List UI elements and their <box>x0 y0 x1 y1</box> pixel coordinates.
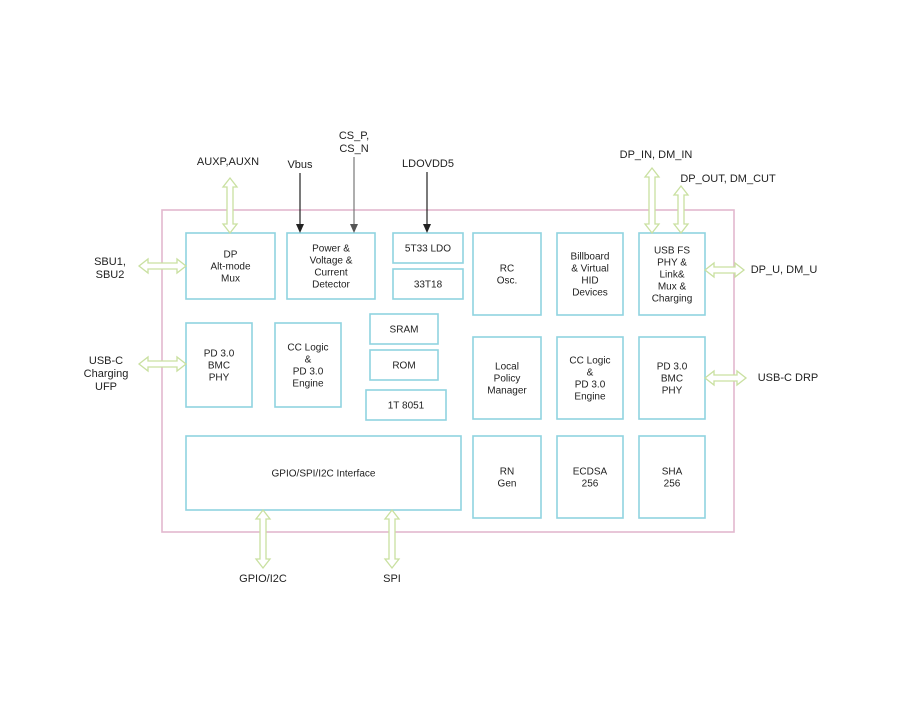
spi-bus-arrow <box>383 508 401 570</box>
sbu-bus-arrow <box>137 257 188 275</box>
block-label-line: Mux & <box>658 282 687 293</box>
block-label-line: Detector <box>312 280 350 291</box>
vbus-label: Vbus <box>287 159 313 171</box>
gpio-i2c-label: GPIO/I2C <box>239 573 287 585</box>
sbu1-label: SBU1, <box>94 256 126 268</box>
dp-out-bus-arrow <box>672 184 690 235</box>
block-label-line: 256 <box>664 479 681 490</box>
block-label-line: Current <box>314 268 348 279</box>
block-label-line: Power & <box>312 244 350 255</box>
block-label-line: Billboard <box>571 252 610 263</box>
block-label-line: Osc. <box>497 276 518 287</box>
vbus-arrow <box>296 173 304 233</box>
usbc-drp-bus-arrow <box>703 369 748 387</box>
block-label-line: 5T33 LDO <box>405 244 451 255</box>
block-label-line: Devices <box>572 288 608 299</box>
usbc-drp-label: USB-C DRP <box>758 372 819 384</box>
ldovdd-arrow <box>423 172 431 233</box>
block-label-line: & <box>305 355 312 366</box>
block-label-line: Charging <box>652 294 693 305</box>
block-label-line: PD 3.0 <box>575 380 606 391</box>
block-label-line: PD 3.0 <box>293 367 324 378</box>
block-t18: 33T18 <box>392 268 464 300</box>
dp-in-label: DP_IN, DM_IN <box>620 149 693 161</box>
block-label-line: Manager <box>487 386 527 397</box>
block-rom: ROM <box>369 349 439 381</box>
block-gpio-iface: GPIO/SPI/I2C Interface <box>185 435 462 511</box>
block-ldo: 5T33 LDO <box>392 232 464 264</box>
block-label-line: RC <box>500 264 514 275</box>
block-label-line: PHY & <box>657 258 687 269</box>
dp-out-label: DP_OUT, DM_CUT <box>680 173 776 185</box>
dp-u-label: DP_U, DM_U <box>751 264 818 276</box>
block-mcu: 1T 8051 <box>365 389 447 421</box>
usbc-ufp-bus-arrow <box>137 355 188 373</box>
cs-p-label: CS_P, <box>339 130 369 142</box>
block-label-line: Policy <box>494 374 521 385</box>
sbu2-label: SBU2 <box>96 269 125 281</box>
usbc-label: USB-C <box>89 355 123 367</box>
block-label-line: SHA <box>662 467 683 478</box>
block-label-line: HID <box>581 276 598 287</box>
auxp-label: AUXP,AUXN <box>197 156 259 168</box>
block-label-line: RN <box>500 467 514 478</box>
block-label-line: GPIO/SPI/I2C Interface <box>272 469 376 480</box>
cs-arrow <box>350 157 358 233</box>
block-label-line: Voltage & <box>310 256 353 267</box>
auxp-bus-arrow <box>221 176 239 235</box>
block-label-line: 256 <box>582 479 599 490</box>
block-label-line: PHY <box>209 373 230 384</box>
block-label-line: CC Logic <box>569 356 610 367</box>
dp-u-bus-arrow <box>703 261 746 279</box>
gpio-i2c-bus-arrow <box>254 508 272 570</box>
spi-label: SPI <box>383 573 401 585</box>
block-sram: SRAM <box>369 313 439 345</box>
block-label-line: & Virtual <box>571 264 609 275</box>
block-label-line: PHY <box>662 386 683 397</box>
block-label-line: BMC <box>661 374 683 385</box>
ldovdd-label: LDOVDD5 <box>402 158 454 170</box>
block-label-line: CC Logic <box>287 343 328 354</box>
block-label-line: Gen <box>498 479 517 490</box>
block-label-line: 33T18 <box>414 280 443 291</box>
block-label-line: Alt-mode <box>210 262 250 273</box>
block-label-line: Local <box>495 362 519 373</box>
block-label-line: DP <box>224 250 238 261</box>
ufp-label: UFP <box>95 381 117 393</box>
block-label-line: BMC <box>208 361 230 372</box>
block-label-line: PD 3.0 <box>204 349 235 360</box>
block-label-line: ROM <box>392 361 415 372</box>
chip-outline <box>161 209 735 533</box>
charging-label: Charging <box>84 368 129 380</box>
block-label-line: ECDSA <box>573 467 608 478</box>
block-label-line: SRAM <box>390 325 419 336</box>
block-label-line: Mux <box>221 274 240 285</box>
block-label-line: Engine <box>574 392 606 403</box>
block-label-line: 1T 8051 <box>388 401 425 412</box>
block-label-line: & <box>587 368 594 379</box>
block-label-line: PD 3.0 <box>657 362 688 373</box>
block-label-line: Engine <box>292 379 324 390</box>
cs-n-label: CS_N <box>339 143 368 155</box>
dp-in-bus-arrow <box>643 166 661 235</box>
block-label-line: Link& <box>659 270 684 281</box>
block-label-line: USB FS <box>654 246 690 257</box>
